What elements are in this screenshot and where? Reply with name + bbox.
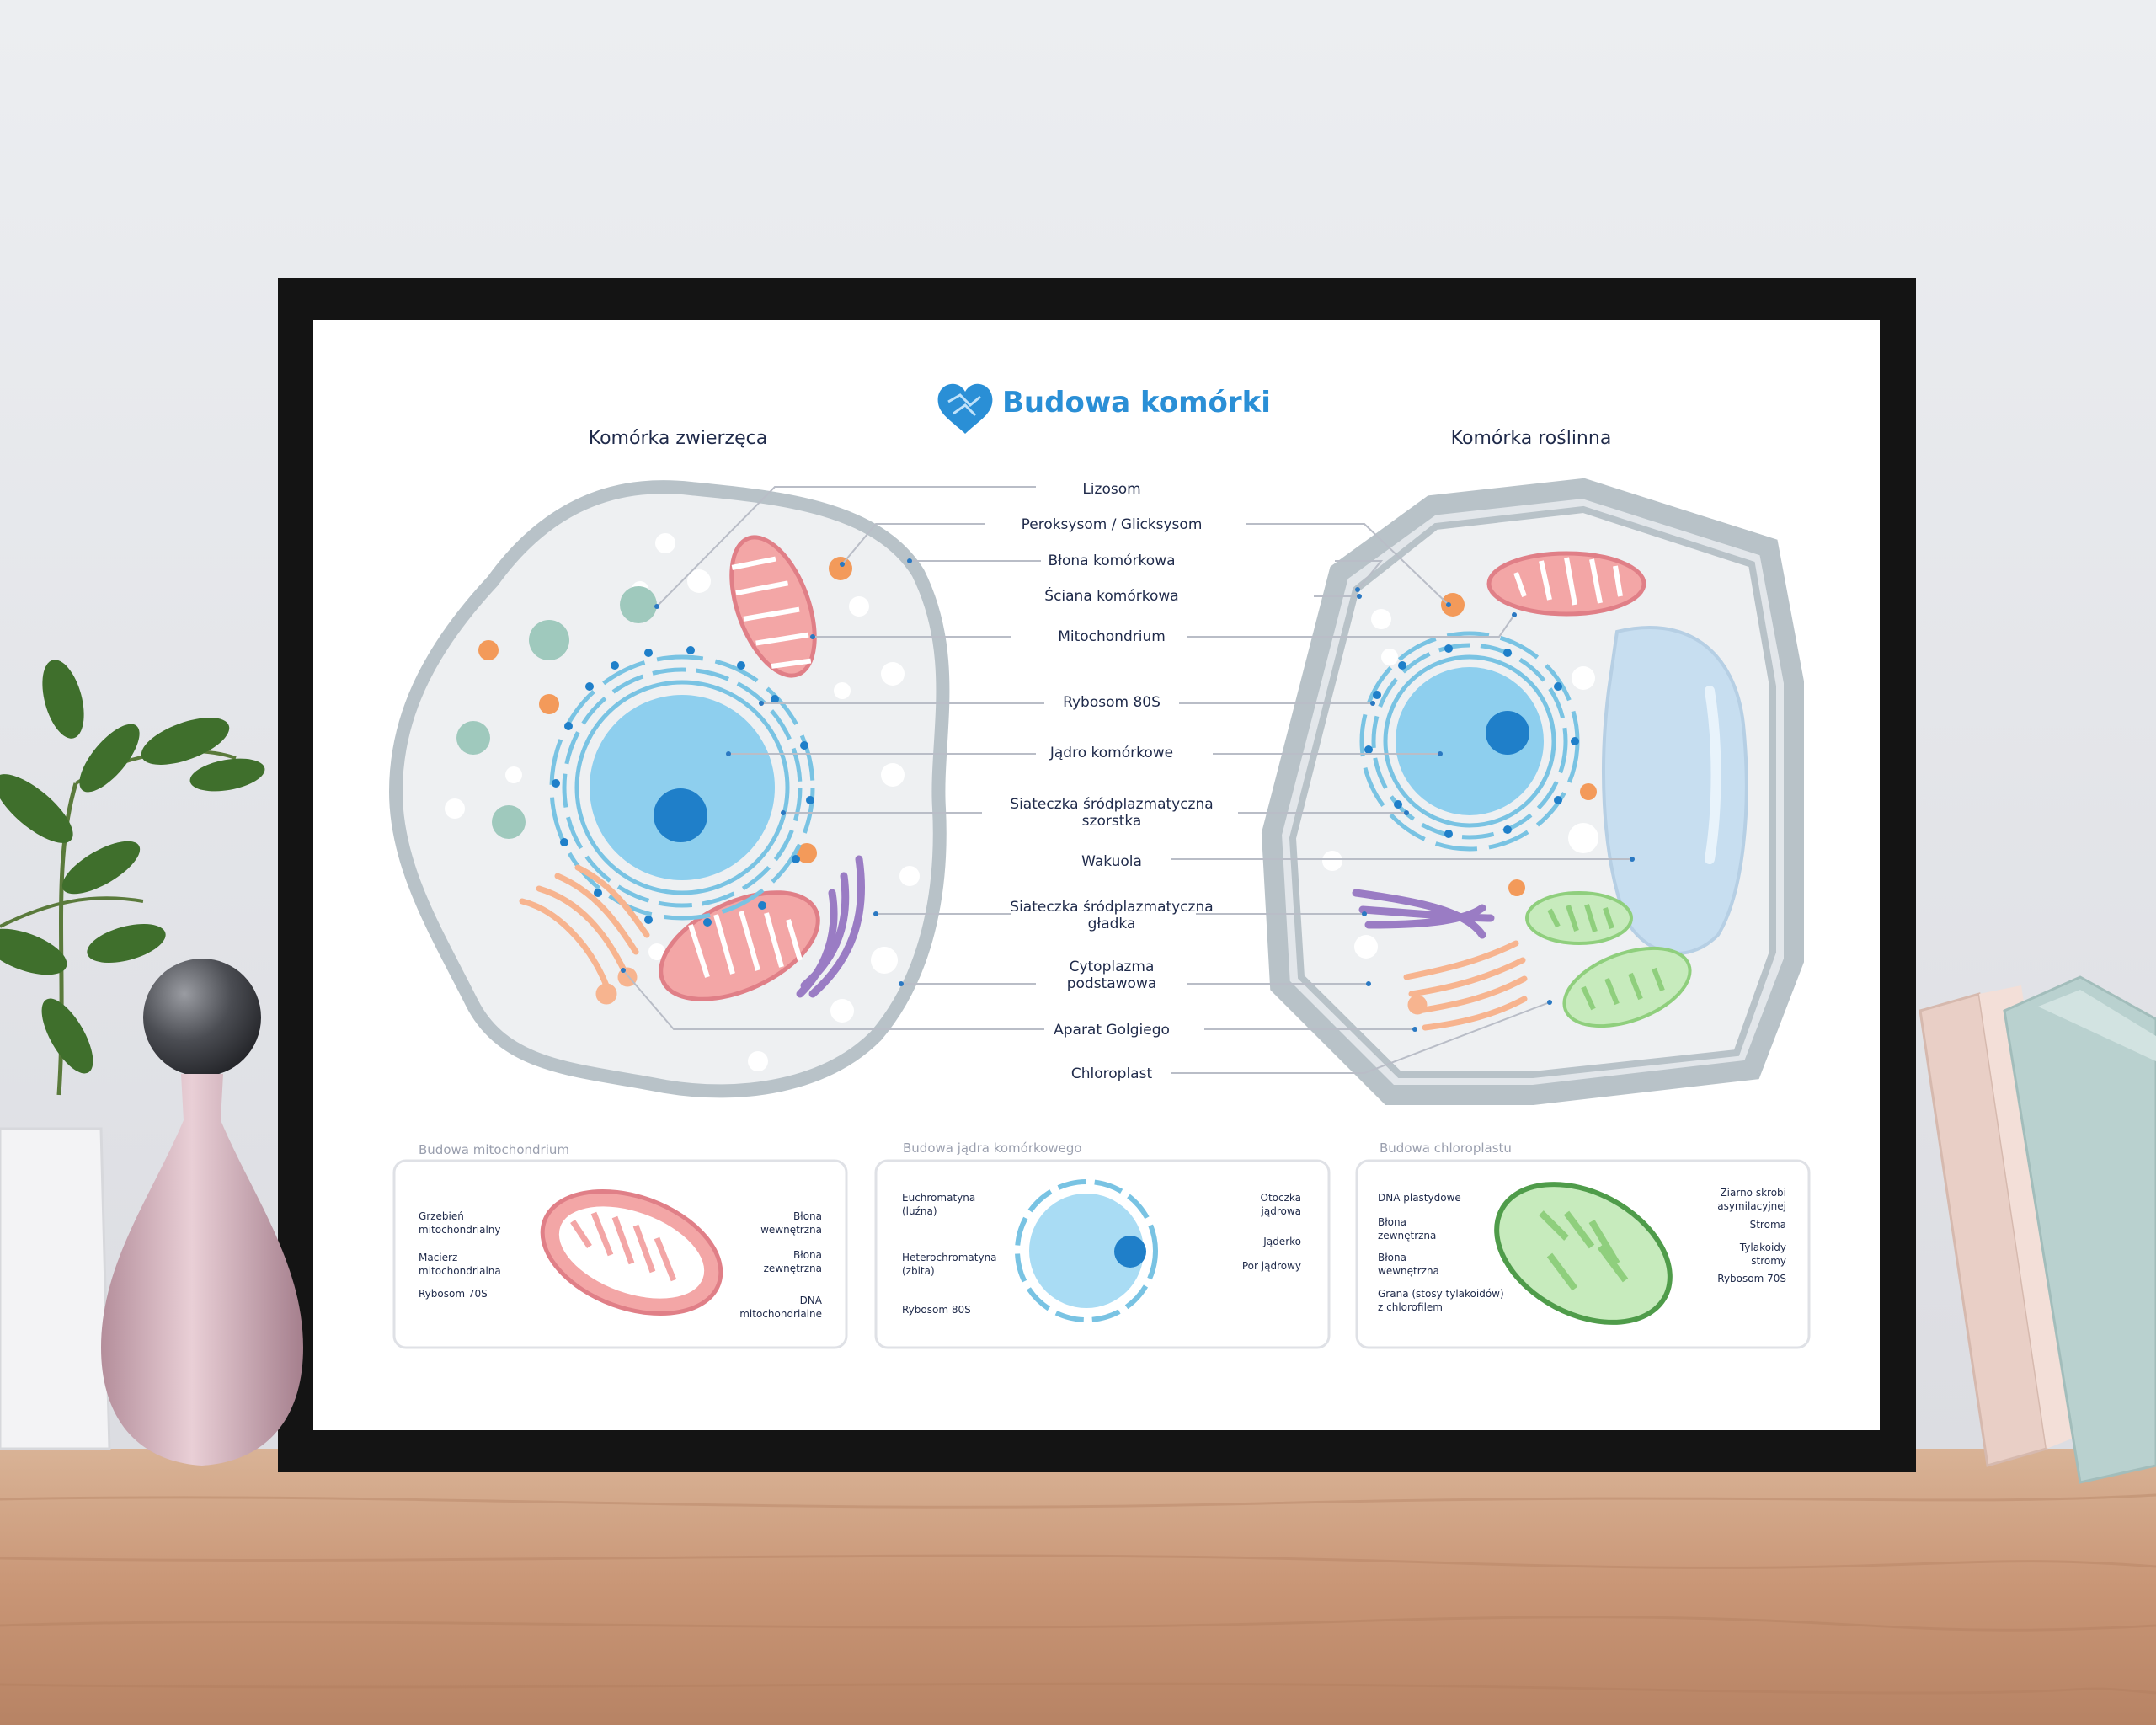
mitochondrium [1486,551,1646,617]
panel-label: Rybosom 80S [902,1304,971,1316]
panel-label: Rybosom 70S [419,1288,488,1300]
ribosomes [1364,644,1579,838]
shelf [0,1449,2156,1725]
plant-decoration [0,660,265,1450]
rough-er [549,654,815,921]
panel-label: Stroma [1750,1219,1786,1231]
panel-chloro-caption: Budowa chloroplastu [1380,1140,1512,1156]
chloroplast [1525,891,1692,1028]
center-label: Mitochondrium [1058,628,1166,645]
cytoplasm-vesicles [1322,609,1598,959]
nucleus [1396,667,1544,815]
white-planter [0,1127,111,1450]
smooth-er [796,855,865,998]
animal-cell-heading: Komórka zwierzęca [589,428,767,449]
plant-cell-heading: Komórka roślinna [1451,428,1612,449]
center-label: Aparat Golgiego [1054,1022,1170,1039]
wood-grain [0,1493,2156,1695]
peroxisome [1441,593,1465,617]
center-label: Jądro komórkowe [1049,745,1173,761]
cytoplasm-vesicles [445,533,920,1071]
panel-label: Euchromatyna(luźna) [902,1192,975,1217]
mitochondrium [659,535,820,1001]
center-label: Błona komórkowa [1048,553,1175,569]
panel-nucleus-caption: Budowa jądra komórkowego [903,1140,1082,1156]
lysosome [456,586,657,839]
animal-cell [388,480,950,1098]
nucleolus [1486,711,1529,755]
nucleus [590,695,775,880]
smooth-er [1352,889,1495,939]
golgi-apparatus [519,864,650,1005]
peroxisome [478,557,852,863]
golgi-apparatus [1403,940,1528,1031]
plant-cell [1261,478,1804,1105]
center-label: Ściana komórkowa [1044,586,1178,605]
vase-decoration [101,959,303,1466]
brain-heart-logo-icon [937,383,993,434]
center-label: Rybosom 80S [1063,694,1161,711]
panel-label: Heterochromatyna(zbita) [902,1252,997,1277]
panel-nucleus: Budowa jądra komórkowego Euchromatyna(lu… [874,1140,1331,1349]
panel-label: DNA plastydowe [1378,1192,1461,1204]
center-label: Wakuola [1081,853,1142,870]
panel-mito-caption: Budowa mitochondrium [419,1142,569,1157]
ribosomes [552,646,814,927]
poster-title: Budowa komórki [1002,386,1271,419]
center-label: Lizosom [1082,481,1140,498]
leader-lines [621,486,1635,1074]
panel-label: Grana (stosy tylakoidów)z chlorofilem [1378,1288,1504,1313]
nucleolus [654,788,707,842]
panel-label: Rybosom 70S [1717,1273,1786,1284]
center-label: Peroksysom / Glicksysom [1022,516,1203,533]
panel-label: Jąderko [1262,1236,1301,1247]
center-label: Chloroplast [1071,1065,1153,1082]
panel-label: Por jądrowy [1242,1260,1301,1272]
books-decoration [1919,975,2156,1484]
